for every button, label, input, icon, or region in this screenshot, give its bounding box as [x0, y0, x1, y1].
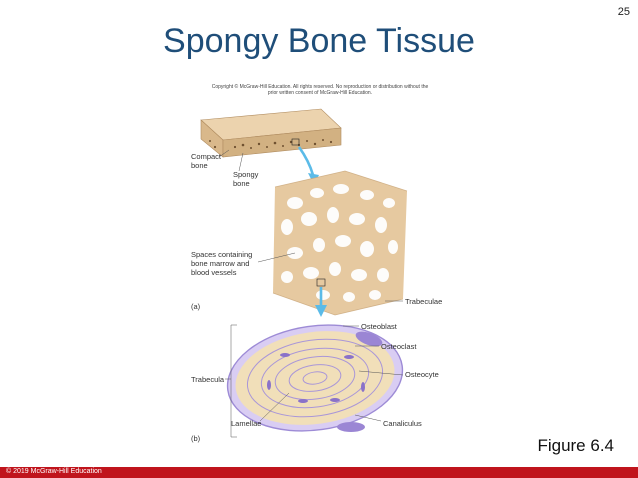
label-osteoblast: Osteoblast — [361, 322, 398, 331]
trabecula-cross-section — [226, 324, 404, 432]
label-panel-a: (a) — [191, 302, 201, 311]
page-number: 25 — [617, 6, 630, 18]
copyright-notice: Copyright © McGraw-Hill Education. All r… — [211, 84, 429, 96]
zoom-arrow-2 — [315, 287, 327, 317]
figure-caption: Figure 6.4 — [537, 436, 614, 455]
footer-bar: © 2019 McGraw-Hill Education — [0, 467, 638, 478]
label-spaces-line2: bone marrow and — [191, 259, 249, 268]
label-panel-b: (b) — [191, 434, 201, 443]
label-compact-bone-line2: bone — [191, 161, 208, 170]
label-osteocyte: Osteocyte — [405, 370, 439, 379]
label-spaces: Spaces containing — [191, 250, 252, 259]
label-spongy-bone-line2: bone — [233, 179, 250, 188]
label-canaliculus: Canaliculus — [383, 419, 422, 428]
label-lamellae: Lamellae — [231, 419, 261, 428]
label-spaces-line3: blood vessels — [191, 268, 237, 277]
bone-block-illustration — [200, 108, 342, 158]
footer-copyright: © 2019 McGraw-Hill Education — [6, 468, 102, 475]
slide-title: Spongy Bone Tissue — [163, 22, 475, 60]
label-spongy-bone: Spongy — [233, 170, 259, 179]
label-trabeculae: Trabeculae — [405, 297, 442, 306]
trabeculae-illustration — [272, 170, 408, 316]
spongy-bone-figure: Compact bone Spongy bone Spaces containi… — [191, 108, 442, 443]
label-compact-bone: Compact — [191, 152, 222, 161]
label-osteoclast: Osteoclast — [381, 342, 417, 351]
label-leaders — [218, 149, 404, 438]
label-trabecula: Trabecula — [191, 375, 225, 384]
